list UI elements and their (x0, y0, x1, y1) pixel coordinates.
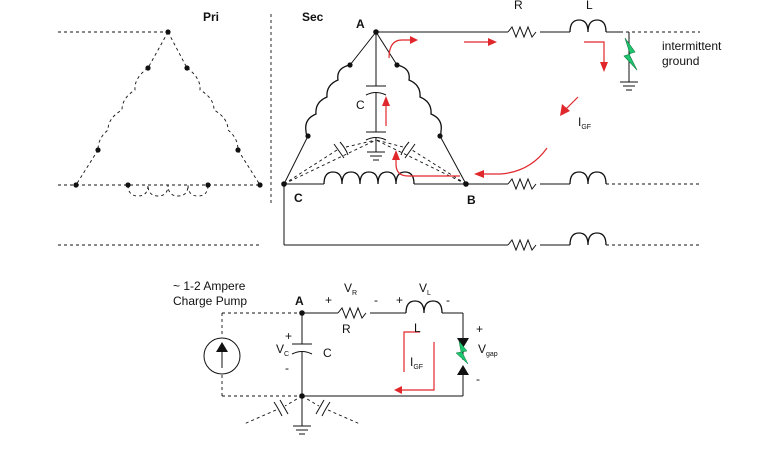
intermittent-ground-label-2: ground (662, 54, 699, 68)
vr-plus: + (325, 293, 332, 307)
vc-label: VC (276, 342, 289, 358)
vgap-plus: + (476, 322, 483, 336)
resistor-label: R (514, 0, 523, 12)
secondary-delta-winding (281, 29, 469, 187)
inductor-label: L (586, 0, 593, 12)
vc-minus: - (285, 361, 289, 375)
vgap-minus: - (476, 372, 480, 386)
node-b-label: B (467, 193, 476, 207)
vc-plus: + (285, 329, 292, 343)
intermittent-ground-label-1: intermittent (662, 39, 722, 53)
vgap-label: Vgap (478, 342, 498, 358)
node-c-label: C (294, 191, 303, 205)
capacitor-label: C (356, 98, 365, 112)
spark-icon (623, 37, 638, 71)
current-source-icon (203, 337, 241, 375)
stray-capacitance-network (283, 32, 467, 185)
vl-minus: - (446, 293, 450, 307)
vl-plus: + (396, 293, 403, 307)
eq-inductor-label: L (414, 321, 421, 335)
feeder-lines (283, 19, 700, 252)
gap-spark-icon (455, 340, 469, 365)
charge-pump-label-2: Charge Pump (173, 294, 247, 308)
node-a-label: A (356, 17, 365, 31)
equivalent-circuit (203, 300, 469, 435)
charge-pump-label-1: ~ 1-2 Ampere (173, 279, 246, 293)
fault-current-label: IGF (578, 115, 591, 131)
fault-current-path (382, 36, 608, 178)
eq-igf-label: IGF (410, 355, 423, 371)
vr-minus: - (374, 293, 378, 307)
eq-node-a-label: A (295, 294, 304, 308)
primary-label: Pri (203, 10, 219, 24)
eq-resistor-label: R (342, 322, 351, 336)
eq-capacitor-label: C (323, 346, 332, 360)
primary-delta-winding (58, 29, 263, 246)
secondary-label: Sec (302, 10, 324, 24)
vl-label: VL (419, 281, 431, 297)
intermittent-ground (620, 32, 638, 91)
vr-label: VR (344, 281, 357, 297)
